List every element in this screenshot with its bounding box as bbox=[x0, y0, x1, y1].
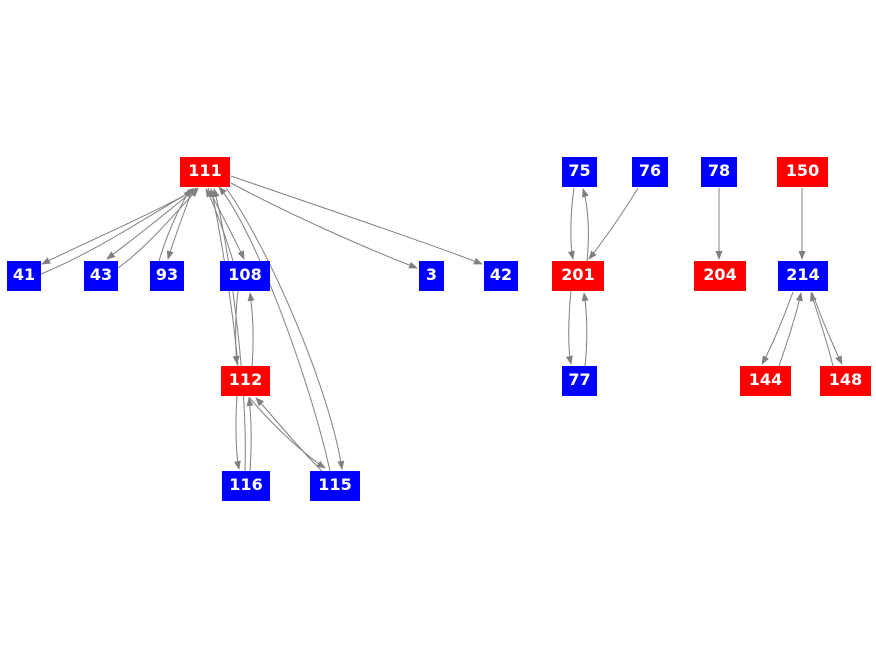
graph-node-111[interactable]: 111 bbox=[180, 157, 230, 187]
graph-node-41[interactable]: 41 bbox=[7, 261, 41, 291]
graph-edge bbox=[565, 290, 573, 365]
graph-node-201[interactable]: 201 bbox=[552, 261, 604, 291]
graph-edge bbox=[255, 397, 323, 472]
graph-node-77[interactable]: 77 bbox=[562, 366, 597, 396]
graph-node-label: 144 bbox=[748, 370, 783, 389]
graph-edge bbox=[106, 187, 197, 260]
graph-node-78[interactable]: 78 bbox=[701, 157, 737, 187]
graph-node-label: 214 bbox=[786, 265, 820, 284]
graph-edge bbox=[778, 292, 803, 367]
graph-edge bbox=[218, 186, 331, 472]
graph-node-108[interactable]: 108 bbox=[220, 261, 270, 291]
graph-node-3[interactable]: 3 bbox=[419, 261, 444, 291]
graph-node-112[interactable]: 112 bbox=[221, 366, 270, 396]
graph-node-42[interactable]: 42 bbox=[484, 261, 518, 291]
graph-node-label: 115 bbox=[318, 475, 352, 494]
graph-edge bbox=[811, 291, 843, 365]
graph-edge bbox=[761, 291, 794, 365]
graph-node-label: 76 bbox=[638, 161, 662, 180]
graph-node-label: 111 bbox=[188, 161, 222, 180]
graph-node-label: 108 bbox=[228, 265, 262, 284]
graph-node-144[interactable]: 144 bbox=[740, 366, 791, 396]
graph-node-label: 3 bbox=[425, 265, 438, 284]
graph-edge bbox=[567, 187, 575, 260]
graph-node-label: 201 bbox=[561, 265, 595, 284]
graph-edge bbox=[588, 187, 639, 260]
graph-edge bbox=[810, 292, 834, 367]
graph-node-label: 41 bbox=[12, 265, 36, 284]
graph-node-115[interactable]: 115 bbox=[310, 471, 360, 501]
graph-node-214[interactable]: 214 bbox=[778, 261, 828, 291]
graph-node-label: 148 bbox=[828, 370, 863, 389]
graph-node-label: 78 bbox=[707, 161, 731, 180]
graph-edge bbox=[232, 290, 240, 365]
graph-edge bbox=[247, 292, 255, 367]
graph-edge bbox=[117, 188, 199, 269]
graph-node-204[interactable]: 204 bbox=[694, 261, 746, 291]
graph-edge bbox=[582, 188, 589, 262]
graph-node-116[interactable]: 116 bbox=[222, 471, 270, 501]
graph-node-75[interactable]: 75 bbox=[562, 157, 597, 187]
graph-edge bbox=[41, 187, 199, 265]
graph-node-label: 150 bbox=[785, 161, 820, 180]
graph-node-148[interactable]: 148 bbox=[820, 366, 871, 396]
graph-edge bbox=[246, 397, 254, 472]
graph-edge bbox=[205, 188, 234, 262]
graph-node-150[interactable]: 150 bbox=[777, 157, 828, 187]
graph-edge bbox=[230, 175, 483, 265]
graph-edge bbox=[233, 395, 241, 470]
graph-node-label: 42 bbox=[489, 265, 513, 284]
graph-node-label: 77 bbox=[568, 370, 591, 389]
graph-edge bbox=[207, 187, 245, 260]
edge-group bbox=[40, 175, 843, 472]
graph-node-label: 75 bbox=[568, 161, 591, 180]
graph-node-label: 93 bbox=[155, 265, 179, 284]
graph-edge bbox=[225, 187, 345, 470]
graph-edge bbox=[248, 396, 326, 469]
graph-edge bbox=[581, 292, 589, 367]
graph-edge bbox=[166, 187, 194, 260]
graph-node-label: 116 bbox=[229, 475, 263, 494]
graph-node-76[interactable]: 76 bbox=[632, 157, 668, 187]
graph-node-label: 43 bbox=[89, 265, 113, 284]
graph-edge bbox=[212, 188, 246, 472]
graph-node-label: 112 bbox=[228, 370, 263, 389]
graph-node-43[interactable]: 43 bbox=[84, 261, 118, 291]
graph-edge bbox=[158, 188, 192, 262]
graph-edge bbox=[230, 182, 418, 269]
graph-node-93[interactable]: 93 bbox=[150, 261, 184, 291]
graph-node-label: 204 bbox=[703, 265, 737, 284]
